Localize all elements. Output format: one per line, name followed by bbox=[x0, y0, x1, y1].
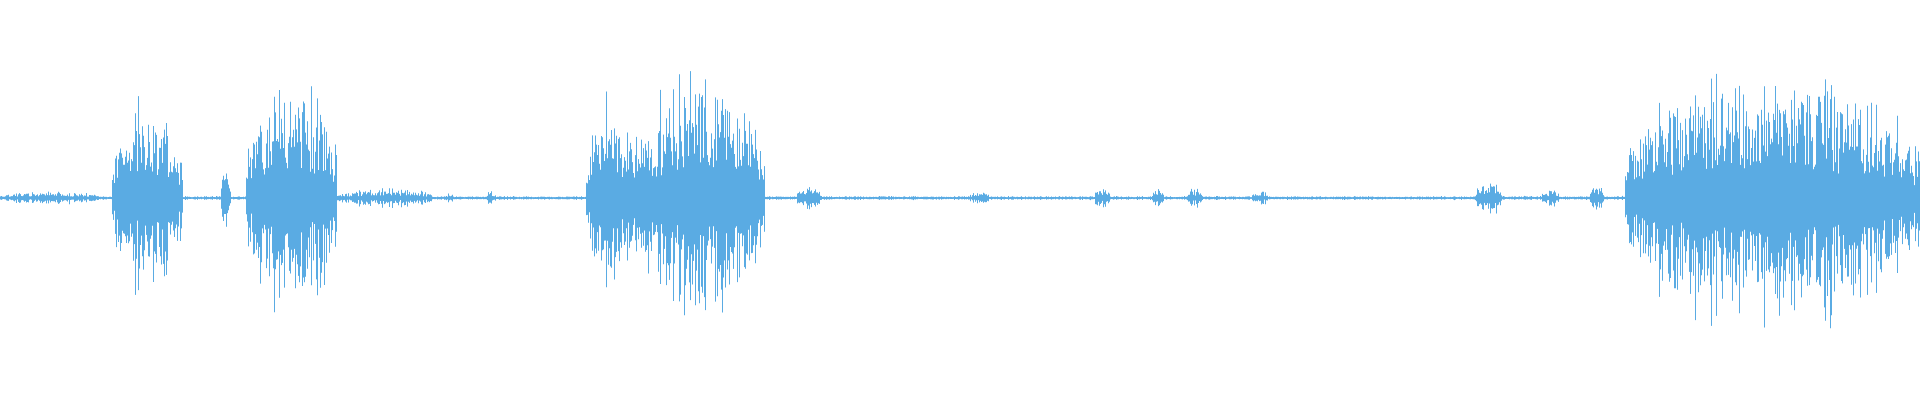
waveform-path bbox=[0, 71, 1920, 329]
waveform-bars bbox=[0, 71, 1920, 329]
